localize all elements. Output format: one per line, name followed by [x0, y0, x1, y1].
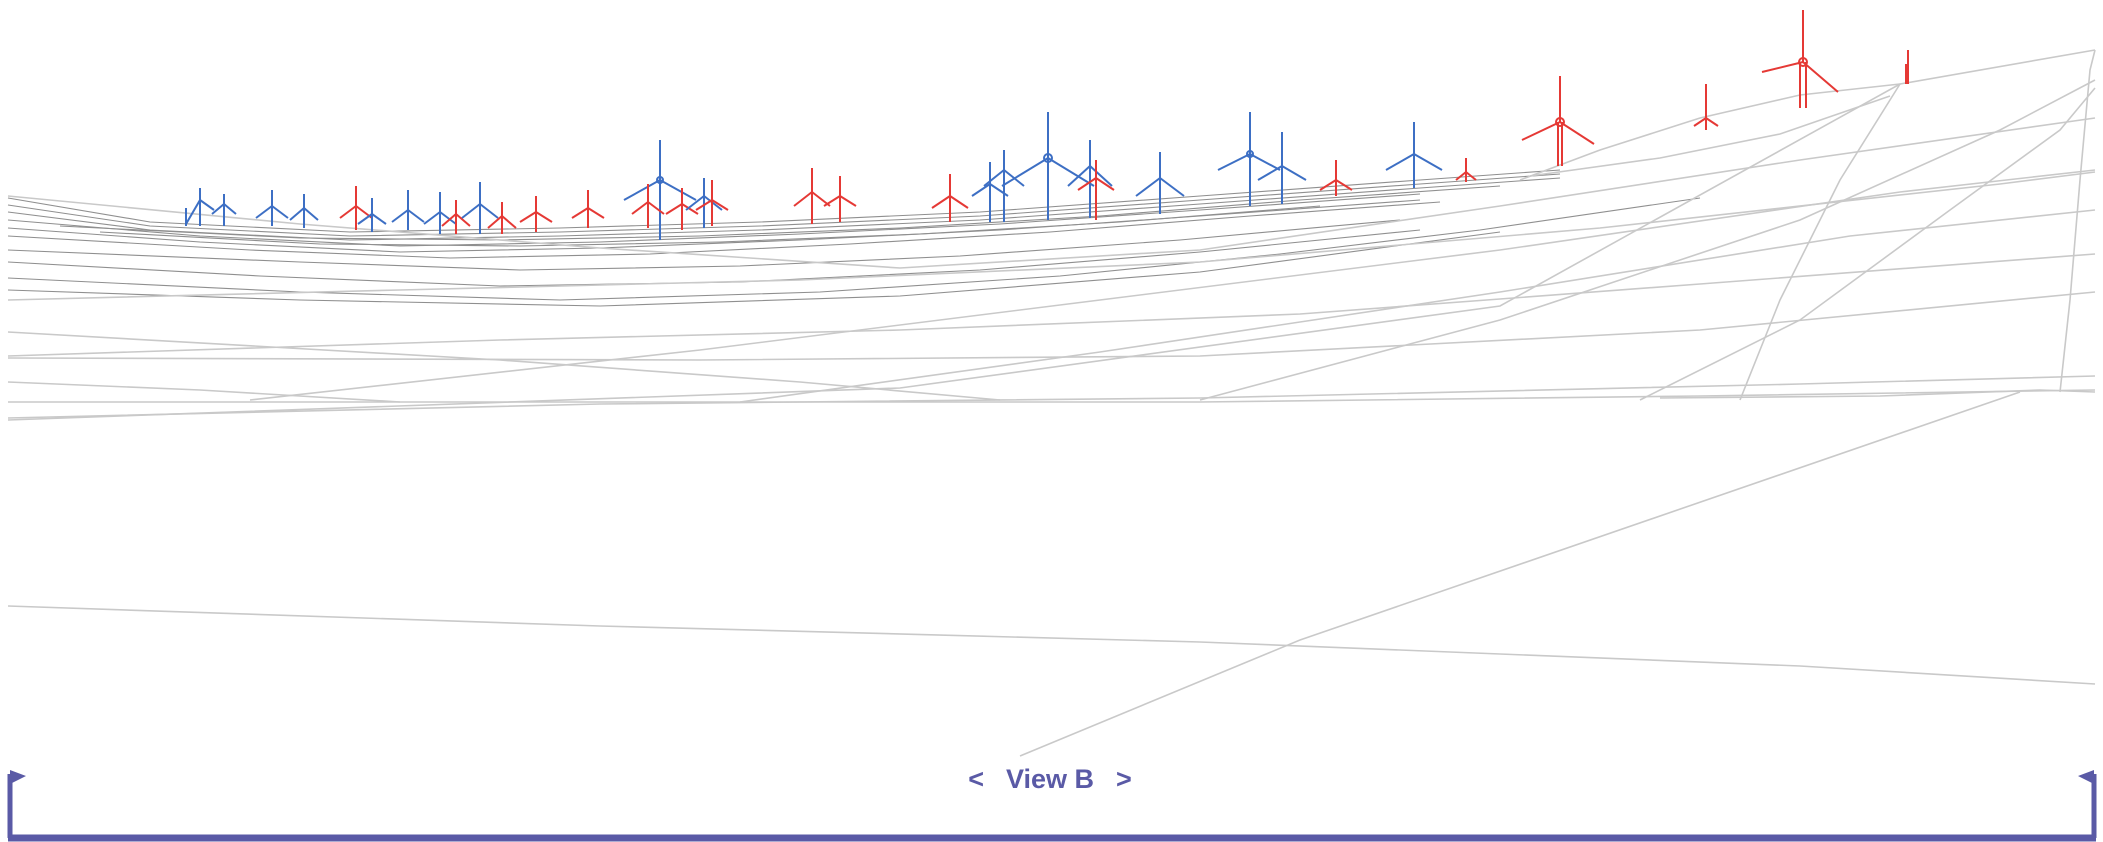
next-view-button[interactable]: > [1116, 763, 1132, 794]
wind-turbine-icon [255, 190, 289, 226]
wind-turbine-icon [1761, 10, 1839, 108]
wind-turbine-icon [461, 182, 499, 234]
wind-turbine-icon [441, 200, 471, 234]
wind-turbine-icon [793, 168, 831, 224]
previous-view-button[interactable]: < [968, 763, 984, 794]
wind-turbine-icon [1257, 132, 1307, 204]
wind-turbine-icon [1077, 160, 1115, 220]
wind-turbine-icon [571, 190, 605, 228]
wind-turbine-icon [487, 202, 517, 234]
wind-turbine-icon [1319, 160, 1353, 196]
wind-turbine-icon [665, 188, 699, 230]
wind-turbine-icon [931, 174, 969, 222]
left-marker-icon [10, 770, 26, 784]
wind-turbine-icon [339, 186, 373, 230]
wind-turbine-icon [1067, 140, 1113, 218]
wind-turbine-icon [357, 198, 387, 232]
wind-turbine-icon [1455, 158, 1477, 182]
wind-turbine-icon [1693, 84, 1719, 130]
wind-turbine-icon [1135, 152, 1185, 214]
wind-turbine-icon [1001, 112, 1095, 220]
wind-turbine-icon [1385, 122, 1443, 188]
wind-turbine-icon [423, 192, 457, 234]
wind-turbine-icon [185, 188, 237, 226]
wind-turbine-icon [391, 190, 425, 230]
view-navigator: < View B > [940, 758, 1160, 800]
terrain-grid [7, 49, 2096, 757]
view-bracket [7, 774, 2097, 842]
wind-turbine-icon [623, 140, 697, 240]
wind-turbine-icon [823, 176, 857, 222]
wind-turbine-icon [1905, 50, 1909, 84]
view-title: View B [1005, 763, 1095, 794]
right-marker-icon [2078, 770, 2094, 784]
wind-turbine-icon [1217, 112, 1281, 206]
wind-turbine-icon [519, 196, 553, 232]
wind-turbine-icon [289, 194, 319, 228]
wind-turbine-icon [1521, 76, 1595, 166]
wind-turbine-icon [695, 180, 729, 226]
wind-turbine-icon [631, 184, 665, 228]
